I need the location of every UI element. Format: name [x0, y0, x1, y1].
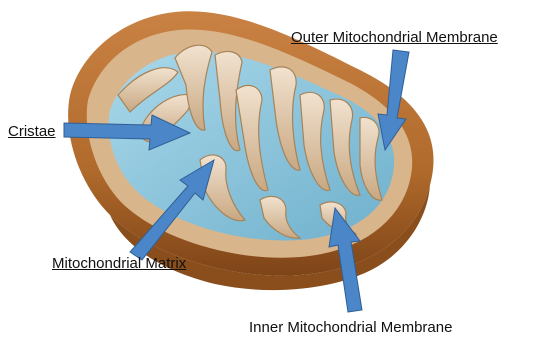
cristae-label: Cristae — [8, 123, 56, 141]
inner-membrane-label: Inner Mitochondrial Membrane — [249, 319, 452, 337]
outer-membrane-label: Outer Mitochondrial Membrane — [291, 29, 498, 47]
matrix-label: Mitochondrial Matrix — [52, 255, 186, 273]
